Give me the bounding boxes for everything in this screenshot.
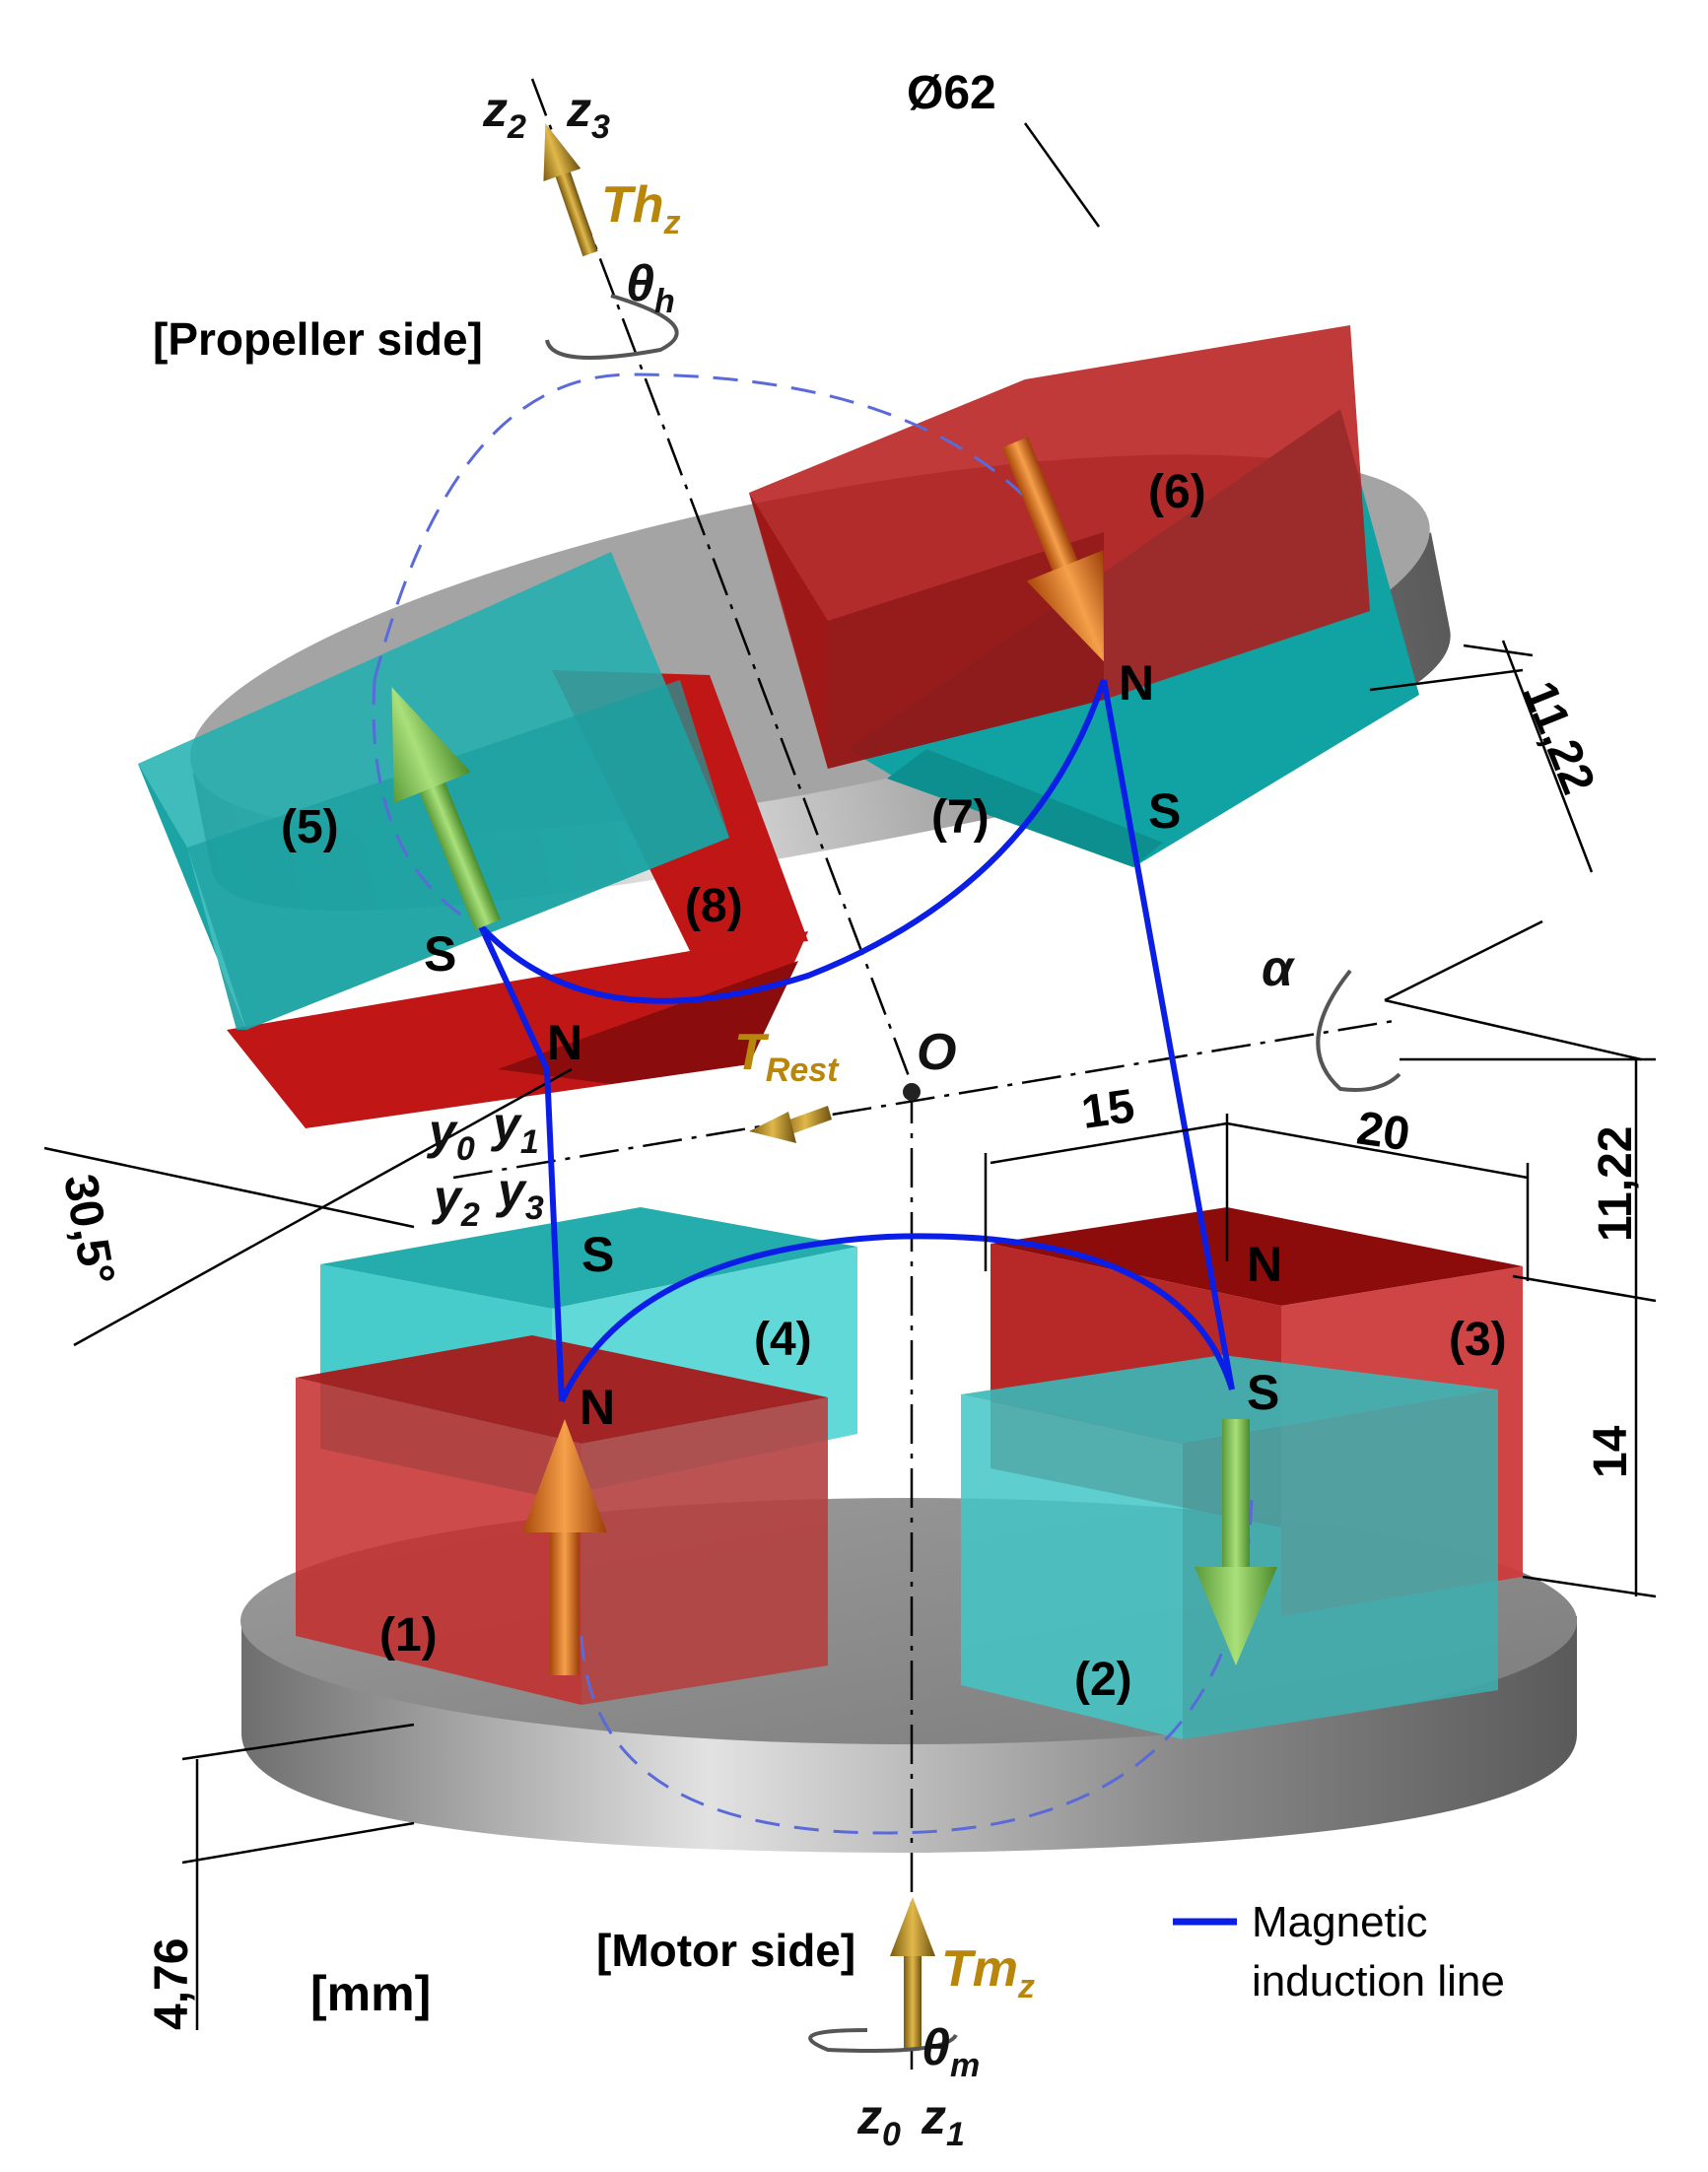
motor-side-label: [Motor side]	[596, 1925, 855, 1976]
pole-s-2: S	[1247, 1365, 1279, 1420]
alpha-label: α	[1262, 940, 1296, 997]
svg-text:z1: z1	[921, 2089, 965, 2153]
svg-text:z0: z0	[856, 2089, 901, 2153]
magnet-4-label: (4)	[754, 1314, 812, 1366]
propeller-side-label: [Propeller side]	[153, 313, 483, 365]
magnet-2	[961, 1355, 1498, 1739]
dim-15: 15	[1078, 1080, 1137, 1139]
magnetization-arrow-6	[1002, 437, 1104, 662]
magnetization-arrow-2	[1195, 1419, 1277, 1665]
axes	[43, 78, 1642, 2070]
svg-text:y0: y0	[426, 1104, 475, 1168]
magnet-3-label: (3)	[1449, 1314, 1507, 1366]
thz-label: Thz	[601, 176, 681, 241]
pole-n-8: N	[547, 1015, 582, 1070]
dim-angle: 30,5°	[53, 1171, 124, 1289]
magnet-7-label: (7)	[931, 791, 990, 844]
units-label: [mm]	[310, 1966, 431, 2021]
induction-lines	[478, 679, 1235, 1403]
torque-arrow-thz	[543, 123, 598, 257]
y-axis-labels: y0 y1 y2 y3	[426, 1097, 544, 1234]
trest-label: TRest	[734, 1024, 840, 1089]
svg-text:y3: y3	[495, 1163, 544, 1227]
dim-20: 20	[1353, 1102, 1412, 1161]
z-axis-labels-bottom: z0 z1	[856, 2089, 965, 2153]
svg-text:z3: z3	[566, 82, 610, 146]
magnetization-arrow-1	[522, 1419, 607, 1675]
origin-label: O	[917, 1024, 956, 1081]
pole-s-4: S	[581, 1227, 614, 1282]
dim-4-76: 4,76	[146, 1938, 198, 2030]
torque-arrow-trest	[749, 1106, 832, 1143]
z-axis-labels-top: z2 z3	[482, 82, 610, 146]
magnet-5-label: (5)	[281, 801, 339, 853]
magnet-8-label: (8)	[685, 880, 743, 932]
pole-n-3: N	[1247, 1237, 1282, 1292]
legend-line1: Magnetic	[1252, 1898, 1428, 1946]
pole-n-6: N	[1119, 655, 1154, 711]
magnet-6-label: (6)	[1148, 466, 1206, 518]
magnet-2-label: (2)	[1074, 1654, 1132, 1706]
pole-s-7: S	[1148, 783, 1181, 839]
magnet-1	[296, 1335, 828, 1705]
legend-line2: induction line	[1252, 1957, 1505, 2005]
tmz-label: Tmz	[941, 1940, 1035, 2005]
magnet-1-label: (1)	[379, 1609, 438, 1662]
dim-11-22-top: 11,22	[1513, 674, 1605, 801]
diameter-label: Ø62	[907, 67, 996, 119]
dim-11-22-right: 11,22	[1590, 1126, 1642, 1242]
pole-n-1: N	[580, 1380, 615, 1435]
theta-m-label: θm	[922, 2019, 980, 2084]
origin-point	[903, 1083, 921, 1101]
torque-arrow-tmz	[890, 1897, 935, 2050]
dimension-lines	[181, 122, 1657, 2030]
induction-lines-dashed	[372, 373, 1254, 1835]
rotation-arcs	[545, 294, 1401, 2053]
theta-h-label: θh	[626, 255, 675, 320]
svg-text:z2: z2	[482, 82, 526, 146]
dim-14: 14	[1585, 1425, 1637, 1478]
svg-text:y2: y2	[431, 1170, 480, 1234]
magnetization-arrow-5	[391, 687, 501, 930]
legend: Magnetic induction line	[1173, 1898, 1505, 2005]
pole-s-5: S	[424, 926, 456, 982]
svg-text:y1: y1	[490, 1097, 539, 1161]
